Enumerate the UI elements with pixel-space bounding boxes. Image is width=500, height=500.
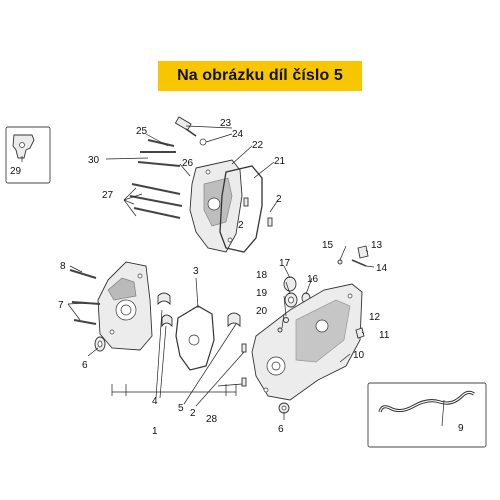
left-crankcase [97, 261, 153, 351]
callout-9: 9 [458, 423, 464, 434]
callout-14: 14 [376, 263, 388, 274]
callout-28: 28 [206, 414, 218, 425]
callout-11: 11 [379, 330, 390, 341]
callout-labels: 1 2 2 2 3 4 5 6 6 7 8 9 10 11 12 13 14 1… [10, 118, 464, 437]
callout-25: 25 [136, 126, 148, 137]
dowel-pins [241, 197, 273, 387]
left-bolts [69, 269, 101, 325]
callout-26: 26 [182, 158, 194, 169]
callout-16: 16 [307, 274, 319, 285]
callout-27: 27 [102, 190, 114, 201]
callout-17: 17 [279, 258, 291, 269]
callout-12: 12 [369, 312, 381, 323]
small-fittings [277, 245, 369, 339]
callout-23: 23 [220, 118, 232, 129]
part-number-banner: Na obrázku díl číslo 5 [158, 61, 362, 91]
callout-24: 24 [232, 129, 244, 140]
callout-29: 29 [10, 166, 22, 177]
callout-6-b: 6 [278, 424, 284, 435]
callout-10: 10 [353, 350, 365, 361]
callout-20: 20 [256, 306, 268, 317]
callout-21: 21 [274, 156, 286, 167]
callout-4: 4 [152, 396, 158, 407]
callout-6: 6 [82, 360, 88, 371]
callout-18: 18 [256, 270, 268, 281]
center-gasket [175, 305, 215, 371]
sensor [174, 116, 207, 146]
callout-7: 7 [58, 300, 64, 311]
cover-bolts [129, 139, 183, 219]
clip-inset [5, 126, 51, 184]
leader-lines [21, 125, 445, 427]
callout-1: 1 [152, 426, 158, 437]
crankcase-cover [189, 159, 243, 253]
right-crankcase [251, 283, 363, 401]
callout-13: 13 [371, 240, 383, 251]
callout-15: 15 [322, 240, 334, 251]
callout-19: 19 [256, 288, 268, 299]
callout-2: 2 [276, 194, 282, 205]
callout-30: 30 [88, 155, 100, 166]
callout-22: 22 [252, 140, 264, 151]
callout-8: 8 [60, 261, 66, 272]
callout-2-b: 2 [238, 220, 244, 231]
callout-5: 5 [178, 403, 184, 414]
callout-2-c: 2 [190, 408, 196, 419]
cover-gasket [219, 165, 263, 253]
callout-3: 3 [193, 266, 199, 277]
hose-inset [367, 382, 487, 448]
